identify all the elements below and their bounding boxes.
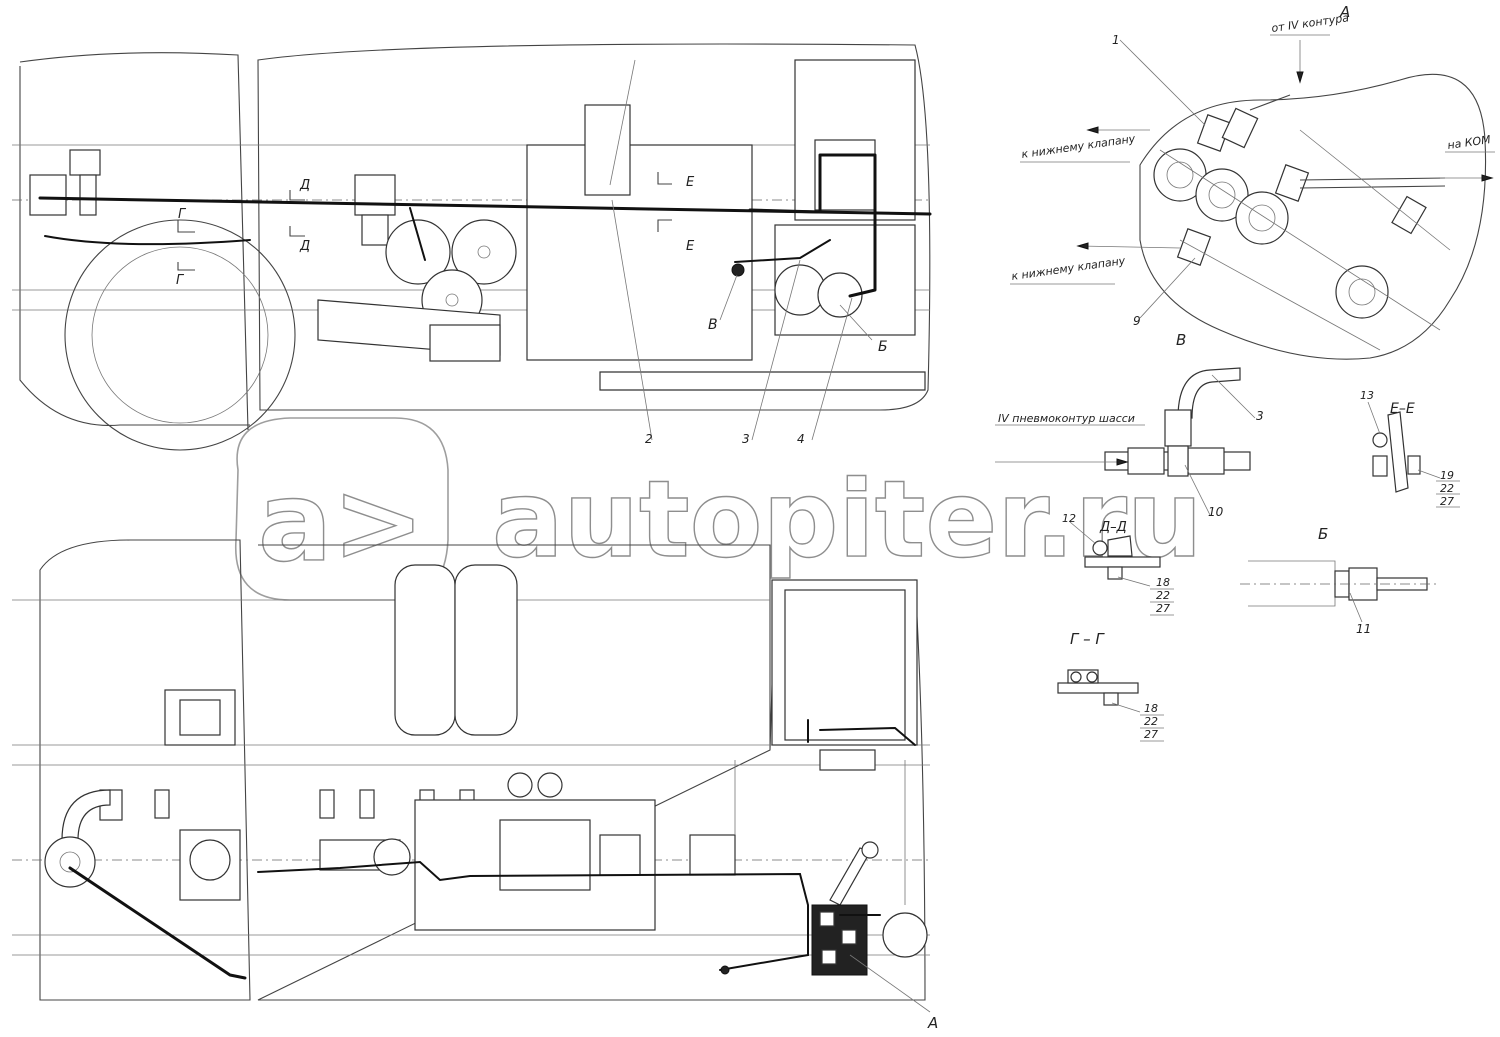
view-mark-v: В — [708, 317, 718, 333]
callout-2: 2 — [645, 432, 653, 446]
section-mark-g-lower: Г — [176, 273, 185, 288]
watermark: a> autopiter.ru — [234, 417, 1203, 601]
callout-27-d-d: 27 — [1156, 602, 1170, 615]
callout-27-e-e: 27 — [1440, 495, 1454, 508]
view-title-d-d: Д–Д — [1099, 520, 1127, 535]
callout-3: 3 — [742, 432, 750, 446]
callout-13: 13 — [1360, 389, 1374, 402]
view-mark-a-bottom: А — [927, 1014, 938, 1032]
view-title-e-e: Е–Е — [1390, 401, 1415, 417]
callout-18-d-d: 18 — [1156, 576, 1170, 589]
view-title-a-top: А — [1339, 3, 1350, 21]
detail-view-v — [995, 367, 1256, 516]
section-mark-e-lower: Е — [686, 239, 695, 254]
view-mark-b: Б — [878, 339, 888, 355]
watermark-logo-glyphs: a> — [258, 458, 424, 586]
view-title-v: В — [1176, 331, 1186, 349]
callout-12: 12 — [1062, 512, 1076, 525]
annotation-to-kom: на КОМ — [1447, 133, 1492, 152]
callout-11: 11 — [1356, 622, 1371, 636]
callout-22-e-e: 22 — [1440, 482, 1454, 495]
section-mark-e-upper: Е — [686, 175, 695, 190]
annotation-chassis-circuit: IV пневмоконтур шасси — [998, 412, 1135, 425]
section-mark-d-upper: Д — [299, 178, 310, 193]
view-title-g-g: Г – Г — [1070, 630, 1105, 648]
callout-22-d-d: 22 — [1156, 589, 1170, 602]
section-d-d — [1069, 521, 1174, 616]
annotation-to-lower-valve-2: к нижнему клапану — [1011, 254, 1127, 283]
detail-view-a — [1010, 34, 1495, 360]
detail-view-b — [1240, 560, 1440, 623]
callout-9: 9 — [1133, 314, 1141, 328]
annotation-to-lower-valve-1: к нижнему клапану — [1021, 132, 1137, 161]
callout-18-g-g: 18 — [1144, 702, 1158, 715]
view-title-b: Б — [1318, 525, 1328, 543]
section-g-g — [1057, 669, 1164, 742]
section-mark-d-lower: Д — [299, 239, 310, 254]
watermark-logo — [234, 417, 449, 601]
callout-22-g-g: 22 — [1144, 715, 1158, 728]
callout-4: 4 — [797, 432, 805, 446]
bottom-plan-view — [12, 539, 931, 1013]
section-e-e — [1367, 401, 1460, 508]
callout-3-view-v: 3 — [1256, 409, 1264, 423]
top-side-view — [12, 43, 932, 451]
section-mark-g-upper: Г — [178, 207, 187, 222]
callout-1: 1 — [1112, 33, 1120, 47]
callout-27-g-g: 27 — [1144, 728, 1158, 741]
callout-19: 19 — [1440, 469, 1454, 482]
watermark-text: autopiter.ru — [492, 458, 1202, 581]
callout-10: 10 — [1208, 505, 1224, 519]
annotation-from-contour: от IV контура — [1271, 11, 1350, 35]
